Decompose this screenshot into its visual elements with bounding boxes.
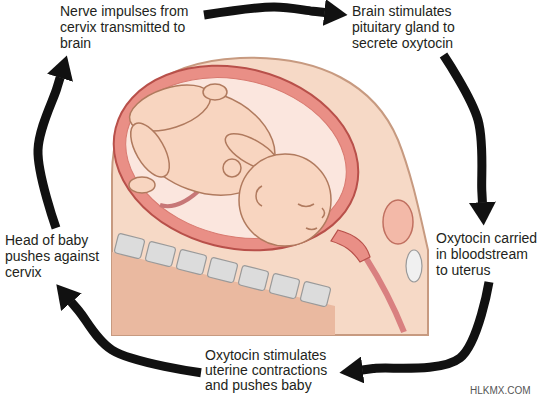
vertebra xyxy=(145,241,176,267)
vertebra xyxy=(176,249,207,275)
vertebra xyxy=(269,273,300,299)
cervix xyxy=(331,230,370,262)
uterus-wall xyxy=(94,41,378,276)
step-label: Oxytocin carried in bloodstream to uteru… xyxy=(436,230,542,278)
step-label: Oxytocin stimulates uterine contractions… xyxy=(205,348,335,393)
bladder xyxy=(383,200,413,244)
feedback-arrow xyxy=(71,302,201,373)
step-text: Oxytocin carried in bloodstream to uteru… xyxy=(436,230,542,278)
vertebra xyxy=(238,265,269,291)
feedback-arrow xyxy=(362,282,489,370)
vertebra xyxy=(207,257,238,283)
step-text: Nerve impulses from cervix transmitted t… xyxy=(60,3,200,51)
baby-nose xyxy=(322,208,325,218)
back-tissue xyxy=(112,252,335,335)
birth-canal xyxy=(366,258,404,332)
baby-mouth xyxy=(306,228,317,230)
feedback-arrow xyxy=(444,55,483,203)
feedback-arrow xyxy=(38,77,60,228)
step-label: Nerve impulses from cervix transmitted t… xyxy=(60,3,200,51)
step-text: Head of baby pushes against cervix xyxy=(5,232,107,280)
vertebra xyxy=(114,233,145,259)
baby-head xyxy=(239,154,331,246)
baby-leg xyxy=(123,117,177,183)
step-label: Head of baby pushes against cervix xyxy=(5,232,107,280)
pelvic-organs xyxy=(366,200,422,332)
watermark: HLKMX.COM xyxy=(470,385,531,397)
baby-foot xyxy=(203,84,227,100)
step-text: Brain stimulates pituitary gland to secr… xyxy=(352,3,474,51)
amniotic-sac xyxy=(108,55,363,261)
baby-foot xyxy=(129,177,155,193)
vertebra xyxy=(300,281,331,307)
baby-hand xyxy=(223,159,241,177)
baby-eye xyxy=(298,204,314,207)
baby xyxy=(120,70,331,246)
step-text: Oxytocin stimulates uterine contractions… xyxy=(205,348,335,393)
pubic-bone xyxy=(406,250,422,282)
baby-ear xyxy=(256,186,262,206)
uterus xyxy=(94,41,378,276)
step-label: Brain stimulates pituitary gland to secr… xyxy=(352,3,474,51)
feedback-arrow xyxy=(204,7,325,15)
